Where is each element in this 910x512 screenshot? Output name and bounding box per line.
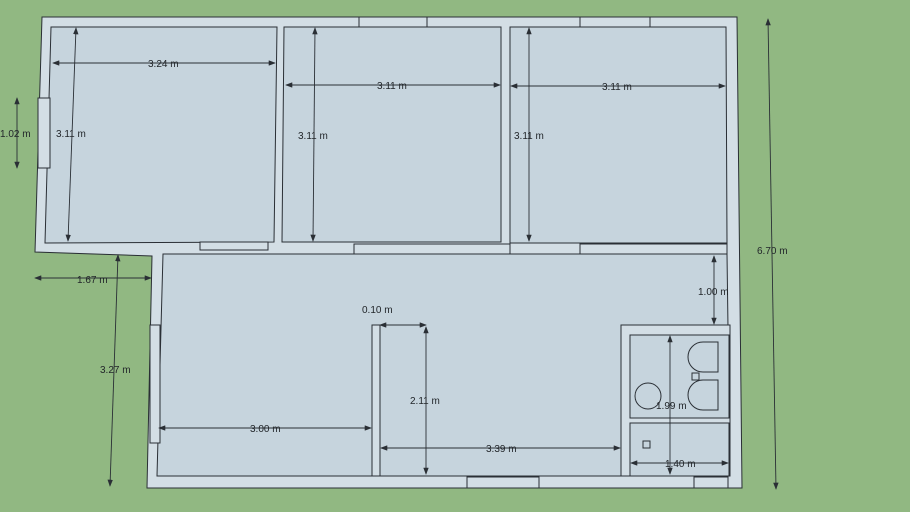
bathroom	[629, 334, 730, 419]
dim-total-height: 6.70 m	[757, 246, 788, 257]
dim-partition-thickness: 0.10 m	[362, 305, 393, 316]
dim-living-left-width: 3.00 m	[250, 424, 281, 435]
toilet-icon	[687, 379, 719, 411]
dim-window-left: 1.02 m	[0, 129, 31, 140]
dim-bath-depth: 1.99 m	[656, 401, 687, 412]
door	[353, 243, 511, 255]
door	[693, 476, 729, 489]
dim-living-right-width: 3.39 m	[486, 444, 517, 455]
room-2	[281, 26, 502, 243]
partition-wall	[371, 324, 381, 477]
sink-icon	[634, 382, 662, 410]
dim-room1-depth: 3.11 m	[56, 129, 86, 140]
dim-room3-depth: 3.11 m	[514, 131, 544, 142]
dim-room2-width: 3.11 m	[377, 81, 407, 92]
window	[37, 97, 51, 169]
dim-partition-length: 2.11 m	[410, 396, 440, 407]
window	[579, 16, 651, 28]
drain-icon	[642, 440, 651, 449]
dim-gap-right: 1.00 m	[698, 287, 729, 298]
dim-offset-left: 1.67 m	[77, 275, 108, 286]
room-3	[509, 26, 728, 244]
door	[579, 243, 728, 255]
door	[199, 241, 269, 251]
dim-bath-width: 1.40 m	[665, 459, 696, 470]
dim-room1-width: 3.24 m	[148, 59, 179, 70]
drain-icon	[691, 372, 700, 381]
dim-room2-depth: 3.11 m	[298, 131, 328, 142]
window	[466, 476, 540, 489]
dim-lower-height: 3.27 m	[100, 365, 131, 376]
window	[149, 324, 161, 444]
toilet-icon	[687, 341, 719, 373]
window	[358, 16, 428, 28]
dim-room3-width: 3.11 m	[602, 82, 632, 93]
room-1	[44, 26, 278, 244]
